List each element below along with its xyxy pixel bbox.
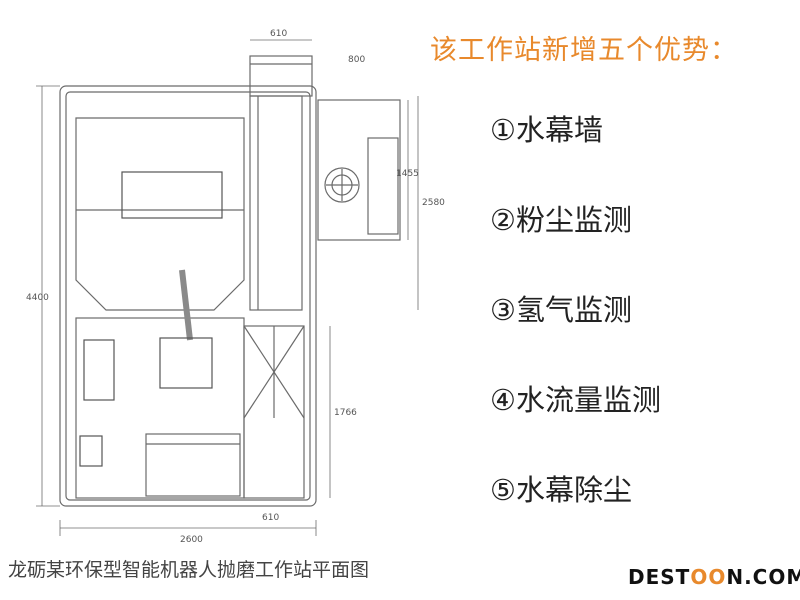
dim-right-mid: 1455 [396, 169, 419, 179]
feature-item: ⑤水幕除尘 [490, 473, 632, 507]
dim-right-total: 2580 [422, 198, 445, 208]
fan-unit [324, 167, 360, 203]
dim-right-low: 1766 [334, 408, 357, 418]
logo-text-part1: DEST [628, 565, 691, 589]
robot-arm [179, 269, 193, 341]
feature-item: ④水流量监测 [490, 383, 661, 417]
site-logo: DESTOON.COM [628, 565, 800, 589]
upper-cell [75, 117, 245, 311]
dim-bottom-small: 610 [262, 513, 279, 523]
logo-text-part2: OO [690, 565, 727, 589]
feature-item: ①水幕墙 [490, 113, 603, 147]
dim-bottom-total: 2600 [180, 535, 203, 545]
dim-top-width: 610 [270, 29, 287, 39]
top-module [249, 55, 313, 97]
machine-block [145, 433, 241, 497]
enclosure-outline [59, 85, 317, 507]
dim-left-total: 4400 [26, 293, 49, 303]
dust-collector-unit [317, 99, 401, 241]
advantages-heading: 该工作站新增五个优势： [430, 35, 738, 66]
dim-right-top: 800 [348, 55, 365, 65]
feature-item: ③氢气监测 [490, 293, 632, 327]
water-curtain-wall [249, 95, 303, 311]
feature-item: ②粉尘监测 [490, 203, 632, 237]
feature-list: ①水幕墙 ②粉尘监测 ③氢气监测 ④水流量监测 ⑤水幕除尘 [490, 108, 661, 558]
logo-text-part3: N.COM [726, 565, 800, 589]
diagram-caption: 龙砺某环保型智能机器人抛磨工作站平面图 [8, 559, 370, 581]
